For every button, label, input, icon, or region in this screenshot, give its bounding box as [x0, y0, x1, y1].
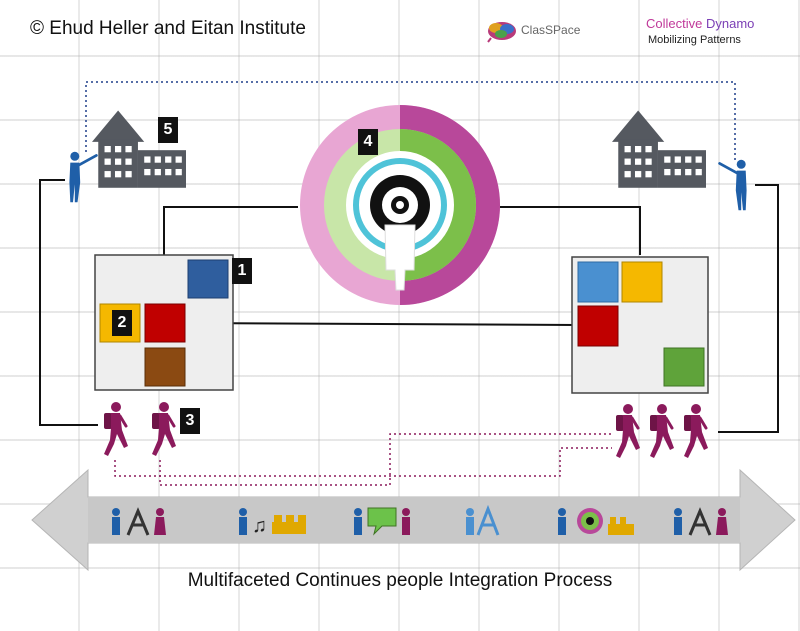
right-building-icon	[612, 110, 706, 188]
badge-2: 2	[112, 310, 132, 336]
center-rings-logo	[300, 105, 500, 305]
left-walker-icon-1	[102, 402, 130, 458]
band-icon-teacher-music: ♫	[239, 508, 306, 537]
right-walker-icon-2	[648, 404, 676, 460]
dynamo-logo-title: Collective Dynamo	[646, 16, 754, 31]
band-icon-teacher-board-2	[466, 504, 500, 536]
classpace-brain-icon	[487, 22, 516, 43]
left-tile-blue	[187, 259, 229, 299]
classpace-logo-text: ClasSPace	[521, 23, 581, 37]
left-bracket-line	[163, 206, 298, 255]
badge-1: 1	[232, 258, 252, 284]
left-loop-line	[39, 179, 98, 426]
badge-4: 4	[358, 129, 378, 155]
badge-3: 3	[180, 408, 200, 434]
dynamo-logo-word1: Collective	[646, 16, 703, 31]
right-tile-light-blue	[577, 261, 619, 303]
right-walker-icon-1	[614, 404, 642, 460]
arrow-band-body	[88, 497, 740, 543]
left-tile-brown	[144, 347, 186, 387]
left-walker-icon-2	[150, 402, 178, 458]
process-caption: Multifaceted Continues people Integratio…	[187, 570, 613, 591]
red-tile-link-line	[181, 322, 579, 326]
collective-dynamo-logo: Collective Dynamo Mobilizing Patterns	[646, 16, 786, 56]
band-icon-speech-bubble	[354, 507, 410, 536]
right-loop-line	[718, 184, 779, 433]
left-tile-red	[144, 303, 186, 343]
right-tile-green	[663, 347, 705, 387]
bottom-dotted-connector-1	[114, 447, 612, 477]
top-dotted-connector	[85, 81, 736, 160]
right-teacher-icon	[718, 158, 749, 212]
left-teacher-icon	[67, 150, 98, 204]
dynamo-tagline: Mobilizing Patterns	[648, 34, 741, 46]
copyright-text: © Ehud Heller and Eitan Institute	[30, 18, 306, 39]
right-bracket-line	[498, 206, 641, 255]
bottom-dotted-connector-2	[159, 433, 612, 486]
right-tile-red	[577, 305, 619, 347]
svg-text:♫: ♫	[252, 515, 267, 537]
classpace-logo: ClasSPace	[485, 18, 605, 46]
right-tile-yellow	[621, 261, 663, 303]
band-icon-rings-group	[558, 508, 634, 535]
dynamo-logo-word2: Dynamo	[705, 16, 755, 31]
badge-5: 5	[158, 117, 178, 143]
right-walker-icon-3	[682, 404, 710, 460]
